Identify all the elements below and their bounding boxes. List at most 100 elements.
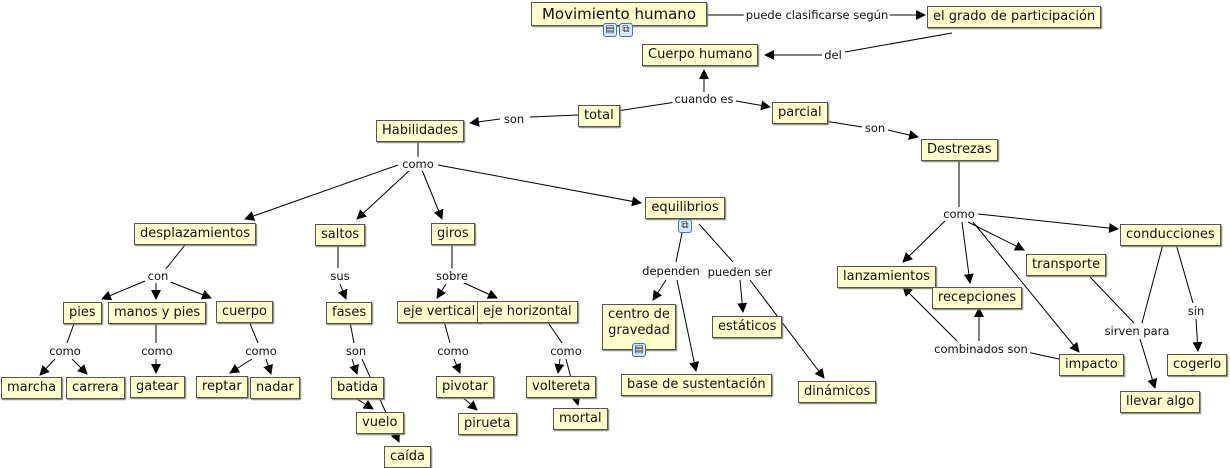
link-sirven-para[interactable]: sirven para [1102,324,1172,338]
concept-movimiento-humano[interactable]: Movimiento humano [531,2,707,26]
concept-recepciones[interactable]: recepciones [932,287,1023,309]
concept-dinamicos[interactable]: dinámicos [798,381,877,403]
line-connector [66,320,76,344]
arrow-connector [902,219,947,263]
link-como-pies[interactable]: como [47,344,83,358]
link-como-habilidades[interactable]: como [400,157,436,171]
concept-llevar-algo[interactable]: llevar algo [1120,391,1201,413]
arrow-connector [554,358,565,374]
concept-nadar[interactable]: nadar [250,377,300,399]
concept-transporte[interactable]: transporte [1026,254,1107,276]
concept-habilidades[interactable]: Habilidades [376,120,465,142]
arrow-connector [39,358,56,376]
concept-pivotar[interactable]: pivotar [436,376,494,398]
concept-gatear[interactable]: gatear [130,376,185,398]
link-dependen[interactable]: dependen [640,264,702,278]
line-connector [546,320,563,344]
line-connector [443,320,451,344]
concept-cuerpo[interactable]: cuerpo [216,301,273,323]
link-son-parcial[interactable]: son [862,121,888,135]
concept-total[interactable]: total [578,105,620,127]
concept-grado-participacion[interactable]: el grado de participación [927,6,1102,28]
concept-map-icon[interactable]: ⧉ [678,219,692,233]
concept-base-sustentacion[interactable]: base de sustentación [621,374,772,396]
link-son-total[interactable]: son [501,112,527,126]
arrow-connector [356,169,411,220]
arrow-connector [263,358,273,375]
link-sus[interactable]: sus [328,269,352,283]
concept-lanzamientos[interactable]: lanzamientos [837,266,936,288]
line-connector [675,232,683,263]
concept-impacto[interactable]: impacto [1059,354,1124,376]
concept-destrezas[interactable]: Destrezas [921,139,998,161]
arrow-connector [421,169,444,220]
concept-mortal[interactable]: mortal [553,408,608,430]
concept-carrera[interactable]: carrera [66,377,125,399]
concept-desplazamientos[interactable]: desplazamientos [134,223,256,245]
concept-caida[interactable]: caída [384,446,431,468]
concept-reptar[interactable]: reptar [196,376,248,398]
line-connector [844,32,953,53]
arrow-connector [977,213,1119,234]
concept-parcial[interactable]: parcial [772,102,828,124]
line-connector [616,101,677,112]
document-icon[interactable]: ▤ [603,23,617,37]
concept-eje-vertical[interactable]: eje vertical [397,301,482,323]
concept-equilibrios[interactable]: equilibrios [645,197,725,219]
link-son-fases[interactable]: son [343,344,369,358]
line-connector [1089,276,1135,324]
link-del[interactable]: del [822,48,844,62]
concept-centro-gravedad[interactable]: centro de gravedad [602,304,676,350]
link-como-destrezas[interactable]: como [941,207,977,221]
concept-estaticos[interactable]: estáticos [712,316,783,338]
arrow-connector [652,279,667,301]
link-pueden-ser[interactable]: pueden ser [705,265,775,279]
concept-map-icon[interactable]: ⧉ [619,23,633,37]
arrow-connector [676,279,700,372]
link-como-vertical[interactable]: como [435,344,471,358]
concept-vuelo[interactable]: vuelo [356,412,404,434]
arrow-connector [749,279,825,379]
concept-fases[interactable]: fases [326,302,373,324]
line-connector [1175,243,1194,304]
link-con[interactable]: con [145,269,171,283]
arrow-connector [1139,338,1158,389]
concept-pirueta[interactable]: pirueta [458,413,517,435]
arrow-connector [167,280,212,300]
concept-saltos[interactable]: saltos [315,224,366,246]
concept-cogerlo[interactable]: cogerlo [1167,354,1228,376]
arrow-connector [101,280,146,301]
line-connector [1141,243,1164,324]
line-connector [248,320,259,344]
arrow-connector [469,116,501,127]
arrow-connector [338,283,348,300]
concept-batida[interactable]: batida [331,377,385,399]
arrow-connector [972,221,1080,353]
link-como-cuerpo[interactable]: como [243,344,279,358]
concept-conducciones[interactable]: conducciones [1120,224,1221,246]
concept-manos-y-pies[interactable]: manos y pies [108,302,207,324]
link-sobre[interactable]: sobre [434,269,470,283]
link-como-manos[interactable]: como [139,344,175,358]
arrow-connector [887,129,919,140]
concept-pies[interactable]: pies [63,302,102,324]
link-combinados-son[interactable]: combinados son [932,342,1030,356]
text-document-icon[interactable]: ▤ [632,343,646,357]
arrow-connector [737,279,748,313]
concept-cuerpo-humano[interactable]: Cuerpo humano [642,44,759,66]
concept-giros[interactable]: giros [431,223,475,245]
arrow-connector [1192,318,1203,352]
line-connector [349,321,355,344]
arrow-connector [451,358,462,374]
link-como-horizontal[interactable]: como [548,344,584,358]
link-sin[interactable]: sin [1185,304,1207,318]
link-puede-clasificarse[interactable]: puede clasificarse según [743,8,891,22]
arrow-connector [437,164,642,207]
concept-voltereta[interactable]: voltereta [526,376,597,398]
arrow-connector [244,164,399,221]
concept-marcha[interactable]: marcha [1,377,63,399]
line-connector [698,223,734,263]
concept-eje-horizontal[interactable]: eje horizontal [477,301,578,323]
link-cuando-es[interactable]: cuando es [672,92,736,106]
